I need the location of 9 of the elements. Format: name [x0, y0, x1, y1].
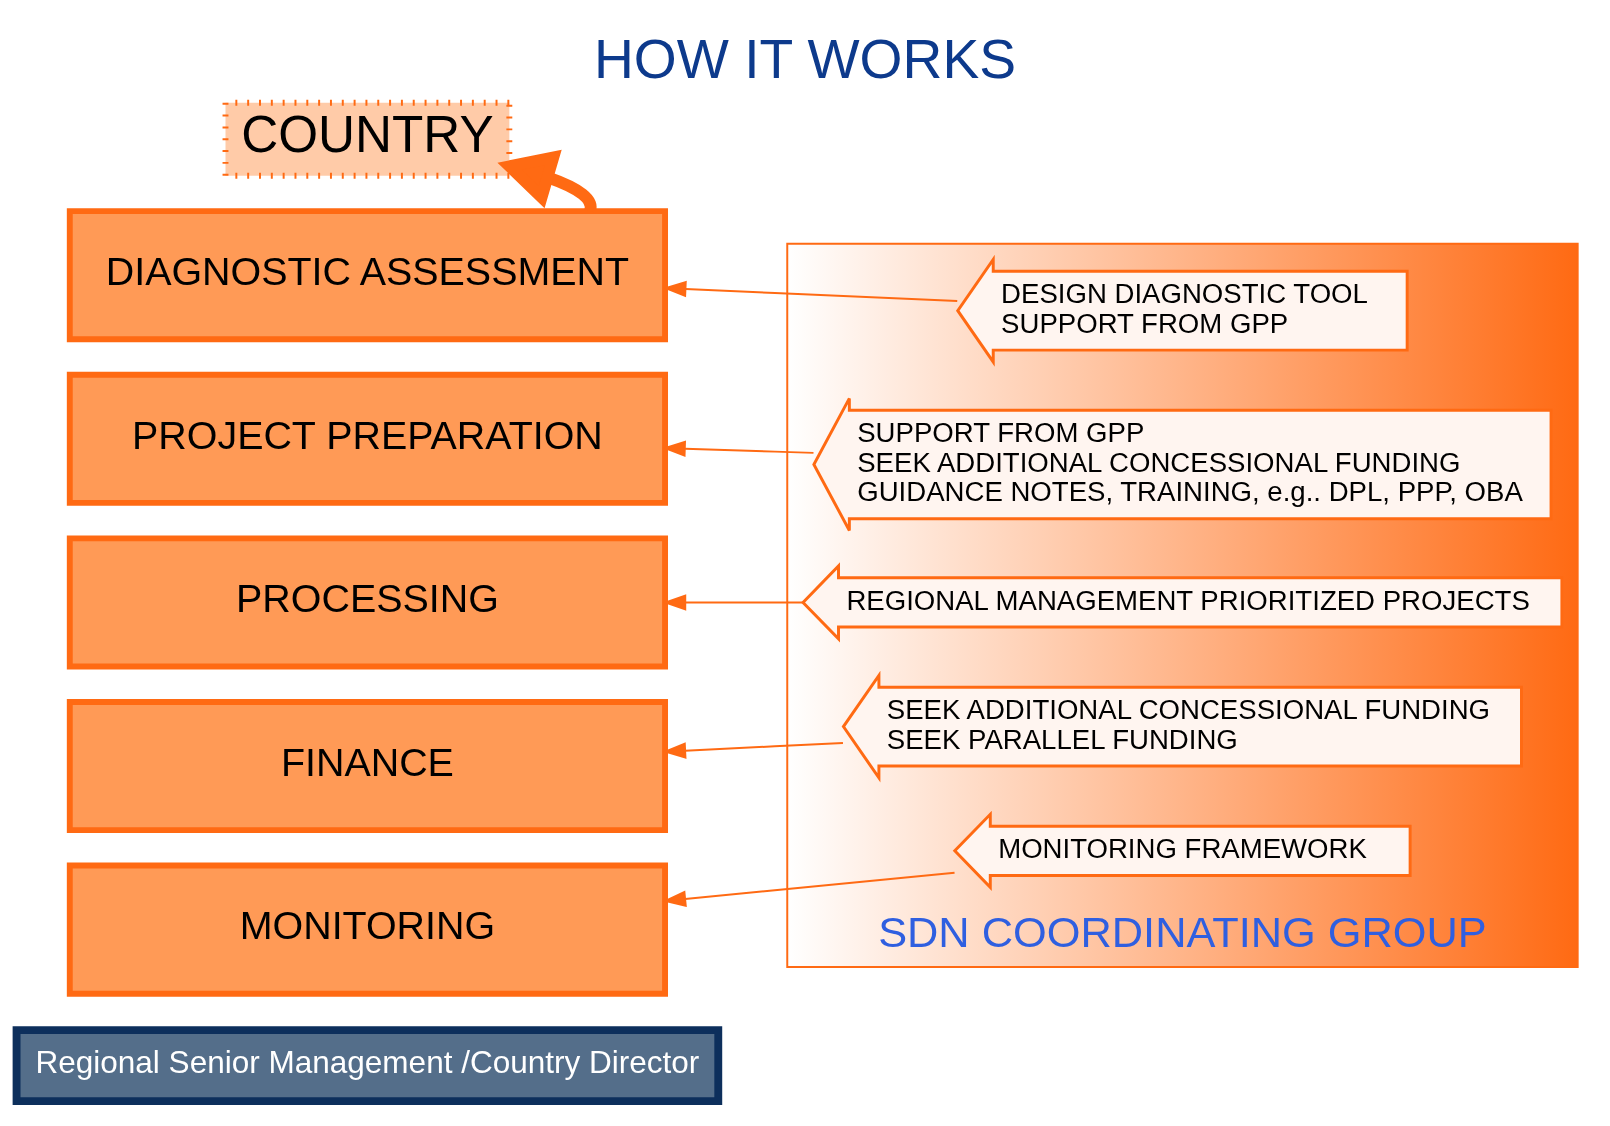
diagram-title: HOW IT WORKS: [593, 27, 1017, 90]
node-box: Regional Senior Management /Country Director: [12, 1025, 723, 1105]
node-box: PROCESSING: [66, 534, 668, 669]
node-box: PROJECT PREPARATION: [66, 371, 668, 506]
node-box: DIAGNOSTIC ASSESSMENT: [66, 207, 668, 342]
arrow: [497, 149, 597, 212]
node-box: COUNTRY: [222, 99, 513, 179]
node-box: MONITORING: [66, 862, 668, 997]
node-box: FINANCE: [66, 698, 668, 833]
